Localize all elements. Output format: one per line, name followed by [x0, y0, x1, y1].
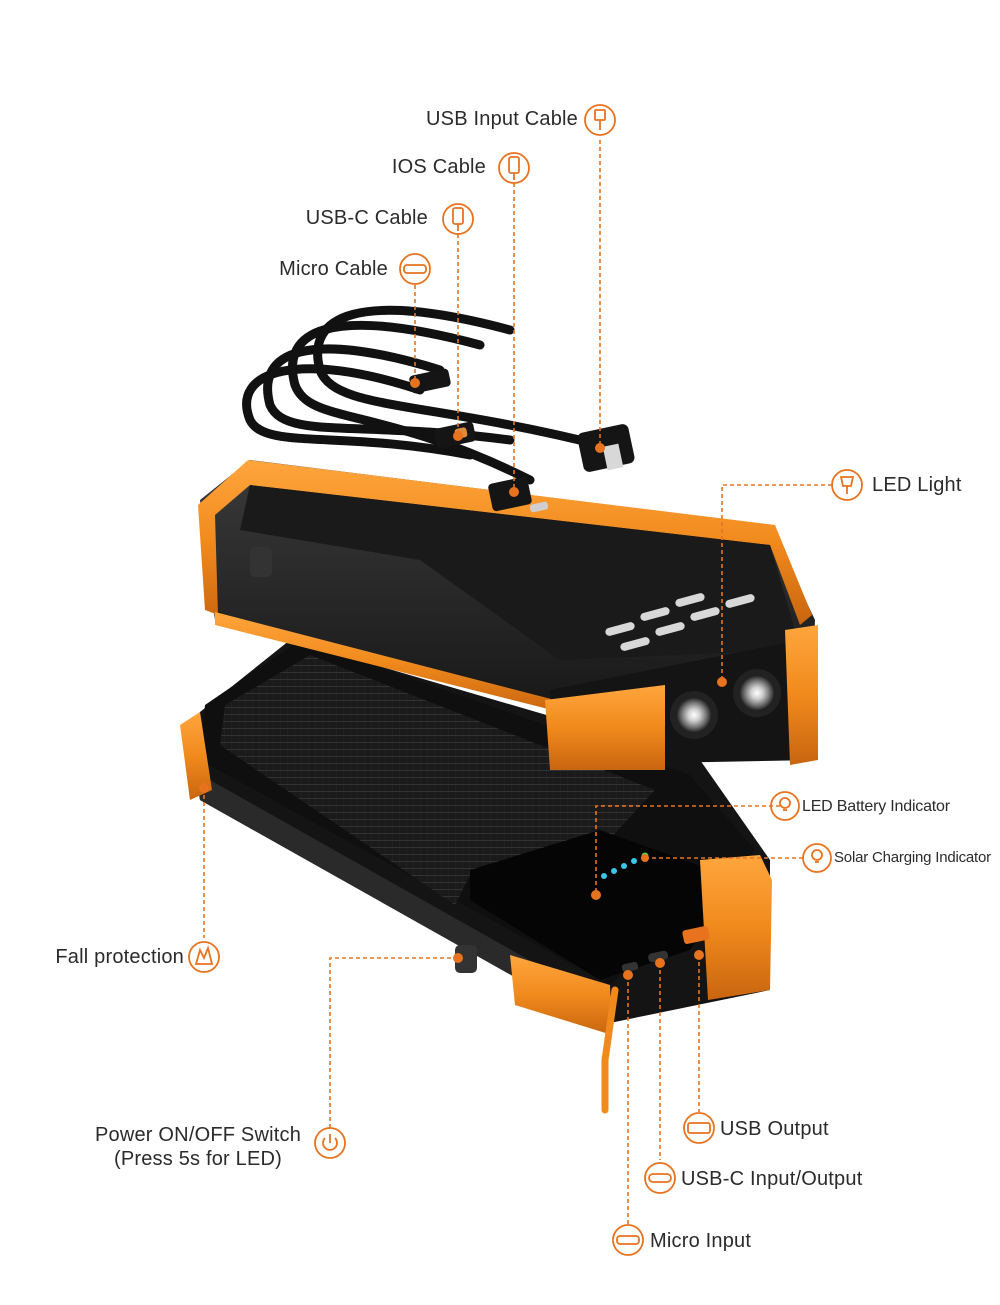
usbc-port-icon — [644, 1162, 676, 1194]
usbc-io-label: USB-C Input/Output — [681, 1168, 863, 1190]
lightning-plug-icon — [498, 152, 530, 184]
usbc-cable-label: USB-C Cable — [305, 207, 428, 229]
power-switch-label: Power ON/OFF Switch (Press 5s for LED) — [82, 1123, 314, 1171]
fall-protection-bumper — [180, 712, 212, 800]
battery-led-4 — [631, 858, 637, 864]
micro-input-icon — [612, 1224, 644, 1256]
vents — [605, 593, 755, 651]
battery-led-3 — [621, 863, 627, 869]
usb-output-label: USB Output — [720, 1118, 829, 1140]
micro-input-label: Micro Input — [650, 1230, 752, 1252]
power-switch-label-line2: (Press 5s for LED) — [113, 1148, 283, 1170]
callout-lines — [203, 140, 832, 1225]
power-icon — [314, 1127, 346, 1159]
ios-cable-label: IOS Cable — [391, 156, 486, 178]
battery-led-2 — [611, 868, 617, 874]
usb-port-icon — [683, 1112, 715, 1144]
solar-bulb-icon — [802, 843, 832, 873]
micro-port-icon — [399, 253, 431, 285]
impact-icon — [188, 941, 220, 973]
bulb-icon — [770, 791, 800, 821]
usb-plug-icon — [584, 104, 616, 136]
micro-cable-label: Micro Cable — [279, 258, 388, 280]
flashlight-icon — [831, 469, 863, 501]
led-light-label: LED Light — [872, 474, 962, 496]
usbc-plug-icon — [442, 203, 474, 235]
fall-protection-label: Fall protection — [55, 946, 184, 968]
battery-led-1 — [601, 873, 607, 879]
solar-charging-indicator-label: Solar Charging Indicator — [834, 849, 991, 866]
solar-panel — [220, 655, 655, 905]
led-battery-indicator-label: LED Battery Indicator — [802, 798, 950, 815]
usb-input-cable-label: USB Input Cable — [426, 108, 578, 130]
micro-plug — [409, 368, 451, 394]
callout-dots — [199, 378, 727, 980]
built-in-cables — [242, 305, 605, 485]
power-switch-label-line1: Power ON/OFF Switch — [94, 1124, 302, 1146]
solar-power-bank — [180, 640, 772, 1114]
